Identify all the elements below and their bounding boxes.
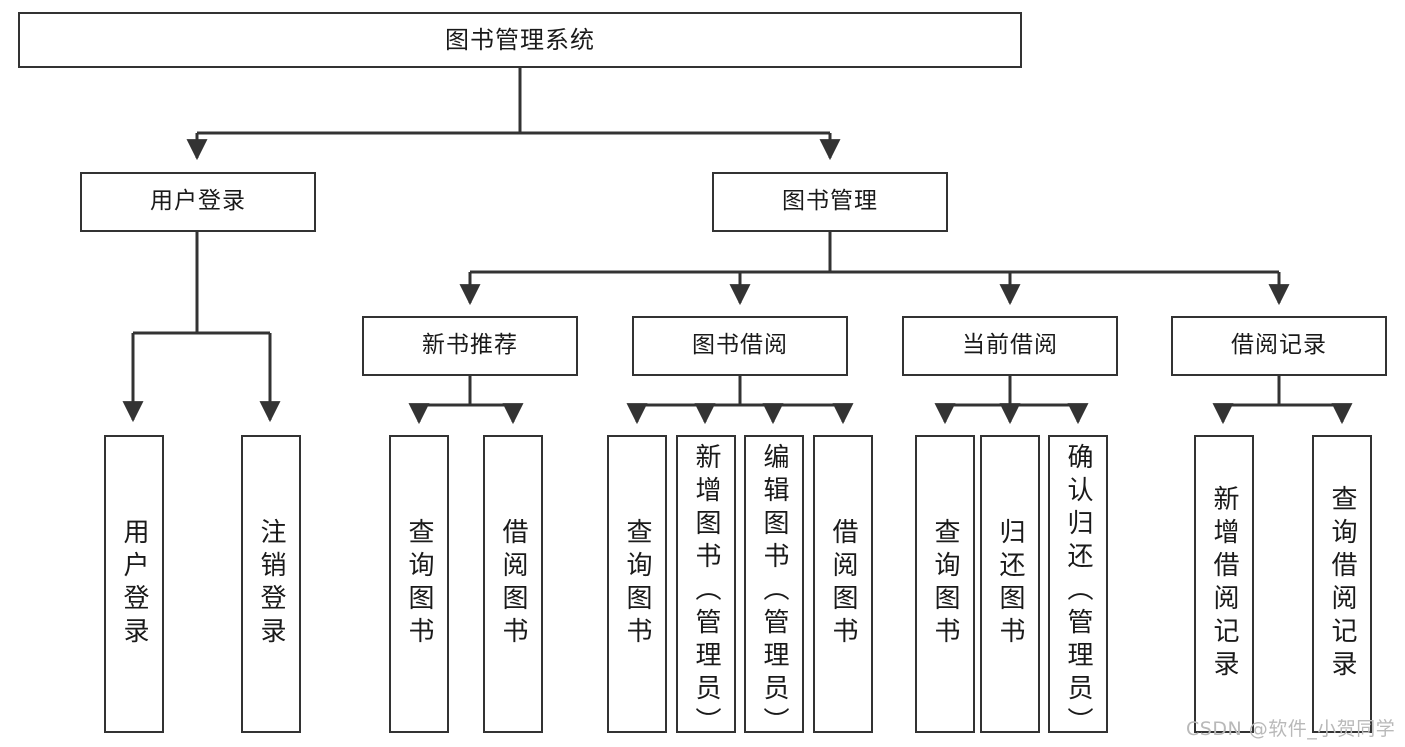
leaf-query-borrow-record[interactable]: 查询借阅记录	[1312, 435, 1372, 733]
leaf-add-borrow-record[interactable]: 新增借阅记录	[1194, 435, 1254, 733]
leaf-logout[interactable]: 注销登录	[241, 435, 301, 733]
leaf-query-book-recommend[interactable]: 查询图书	[389, 435, 449, 733]
node-label: 用户登录	[150, 188, 246, 215]
leaf-borrow-book-recommend[interactable]: 借阅图书	[483, 435, 543, 733]
leaf-return-book[interactable]: 归还图书	[980, 435, 1040, 733]
node-label: 查询图书	[404, 518, 434, 650]
leaf-user-login[interactable]: 用户登录	[104, 435, 164, 733]
node-label: 用户登录	[119, 518, 149, 650]
node-new-book-recommend[interactable]: 新书推荐	[362, 316, 578, 376]
node-label: 借阅图书	[498, 518, 528, 650]
node-label: 注销登录	[256, 518, 286, 650]
node-borrow-record[interactable]: 借阅记录	[1171, 316, 1387, 376]
node-label: 图书借阅	[692, 332, 788, 359]
node-book-management[interactable]: 图书管理	[712, 172, 948, 232]
node-label: 新增图书（管理员）	[691, 443, 721, 740]
node-user-login[interactable]: 用户登录	[80, 172, 316, 232]
node-label: 借阅图书	[828, 518, 858, 650]
node-label: 新书推荐	[422, 332, 518, 359]
node-label: 图书管理系统	[445, 25, 595, 54]
leaf-query-book-borrow[interactable]: 查询图书	[607, 435, 667, 733]
node-label: 编辑图书（管理员）	[759, 443, 789, 740]
node-label: 当前借阅	[962, 332, 1058, 359]
node-label: 新增借阅记录	[1209, 485, 1239, 683]
leaf-confirm-return-admin[interactable]: 确认归还（管理员）	[1048, 435, 1108, 740]
node-label: 查询借阅记录	[1327, 485, 1357, 683]
node-label: 查询图书	[930, 518, 960, 650]
leaf-add-book-admin[interactable]: 新增图书（管理员）	[676, 435, 736, 740]
node-label: 确认归还（管理员）	[1063, 443, 1093, 740]
watermark: CSDN @软件_小贺同学	[1186, 718, 1396, 740]
node-label: 查询图书	[622, 518, 652, 650]
node-label: 图书管理	[782, 188, 878, 215]
node-book-borrow[interactable]: 图书借阅	[632, 316, 848, 376]
node-root-system[interactable]: 图书管理系统	[18, 12, 1022, 68]
node-label: 借阅记录	[1231, 332, 1327, 359]
leaf-borrow-book[interactable]: 借阅图书	[813, 435, 873, 733]
leaf-edit-book-admin[interactable]: 编辑图书（管理员）	[744, 435, 804, 740]
node-label: 归还图书	[995, 518, 1025, 650]
leaf-query-book-current[interactable]: 查询图书	[915, 435, 975, 733]
node-current-borrow[interactable]: 当前借阅	[902, 316, 1118, 376]
